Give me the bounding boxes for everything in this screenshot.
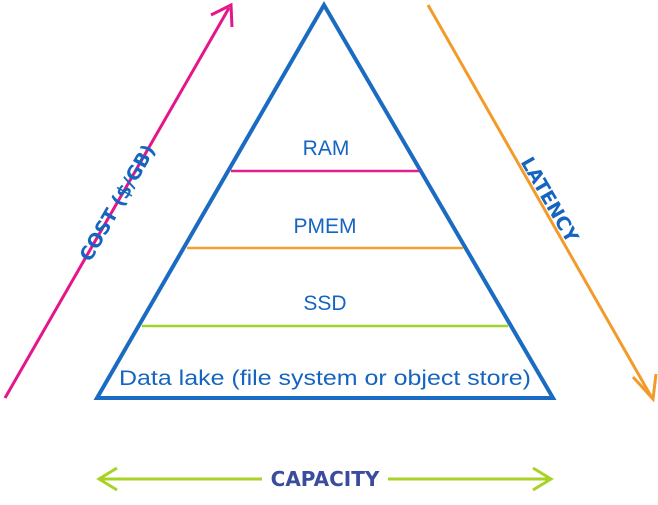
- latency-arrow-line: [426, 4, 654, 399]
- tier-label-ram: RAM: [303, 137, 350, 160]
- pyramid-outline: [93, 1, 557, 400]
- tier-label-data-lake: Data lake (file system or object store): [119, 367, 531, 390]
- cost-arrowhead-icon: [210, 2, 234, 28]
- pyramid: RAM PMEM SSD Data lake (file system or o…: [93, 1, 557, 400]
- cost-arrow-line: [3, 7, 231, 399]
- tier-label-pmem: PMEM: [294, 215, 357, 238]
- latency-arrowhead-icon: [631, 373, 658, 403]
- latency-axis-label: LATENCY: [516, 153, 583, 246]
- capacity-arrow: CAPACITY: [96, 466, 554, 492]
- capacity-axis-label: CAPACITY: [271, 467, 380, 491]
- capacity-left-arrowhead-icon: [96, 466, 118, 492]
- capacity-right-arrowhead-icon: [532, 466, 554, 492]
- tier-label-ssd: SSD: [303, 292, 346, 315]
- cost-arrow: COST ($/GB): [3, 2, 234, 399]
- latency-arrow: LATENCY: [426, 4, 658, 403]
